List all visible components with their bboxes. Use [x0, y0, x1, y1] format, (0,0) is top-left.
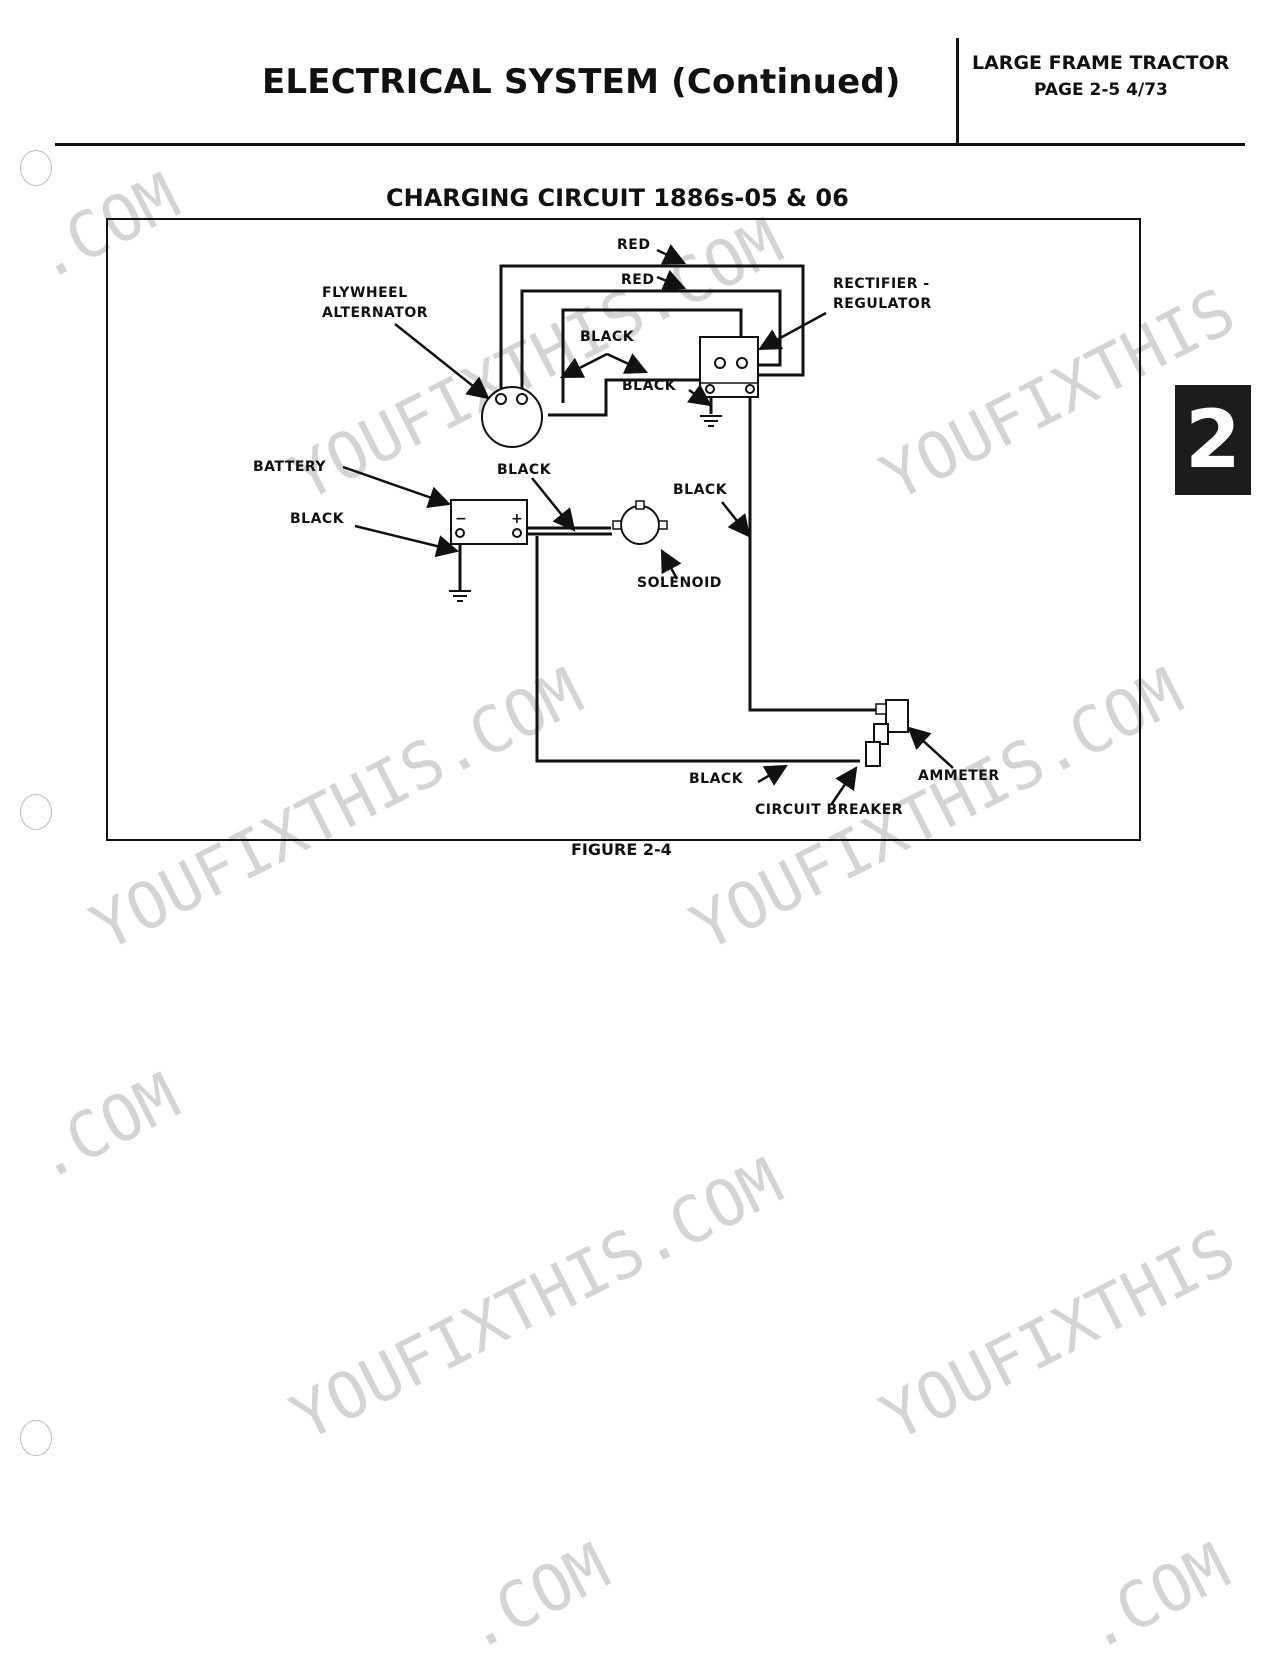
flywheel-alternator	[481, 386, 543, 448]
figure-title: CHARGING CIRCUIT 1886s-05 & 06	[386, 184, 849, 212]
header-divider	[956, 38, 959, 144]
label-black: BLACK	[497, 462, 552, 478]
wire-black-reg-ammeter	[748, 392, 876, 712]
section-number: 2	[1185, 393, 1241, 486]
label-black: BLACK	[689, 771, 744, 787]
wire-black-regulator	[548, 378, 710, 417]
wire-red-inner	[520, 289, 782, 403]
document-name: LARGE FRAME TRACTOR	[972, 52, 1230, 74]
label-black: BLACK	[622, 378, 677, 394]
svg-text:−: −	[455, 511, 467, 527]
wire-red-outer	[499, 264, 805, 403]
label-rectifier-regulator: REGULATOR	[833, 296, 932, 312]
page-reference: PAGE 2-5 4/73	[1034, 80, 1168, 100]
label-red: RED	[617, 237, 651, 253]
label-rectifier-regulator: RECTIFIER -	[833, 276, 930, 292]
binder-hole	[20, 150, 52, 186]
header-rule	[55, 143, 1245, 146]
label-circuit-breaker: CIRCUIT BREAKER	[755, 802, 904, 818]
figure-frame	[106, 218, 1141, 841]
figure-caption: FIGURE 2-4	[571, 840, 672, 859]
svg-text:+: +	[511, 511, 523, 527]
label-battery: BATTERY	[253, 459, 327, 475]
wire-black-breaker	[535, 536, 860, 763]
label-black: BLACK	[673, 482, 728, 498]
label-black: BLACK	[290, 511, 345, 527]
label-flywheel-alternator: FLYWHEEL	[322, 285, 408, 301]
label-flywheel-alternator: ALTERNATOR	[322, 305, 429, 321]
binder-hole	[20, 1420, 52, 1456]
binder-hole	[20, 794, 52, 830]
page-title: ELECTRICAL SYSTEM (Continued)	[262, 62, 901, 102]
label-ammeter: AMMETER	[918, 768, 1000, 784]
solenoid	[620, 505, 660, 545]
label-solenoid: SOLENOID	[637, 575, 722, 591]
label-black: BLACK	[580, 329, 635, 345]
ammeter	[885, 699, 909, 733]
circuit-breaker	[865, 741, 881, 767]
label-red: RED	[621, 272, 655, 288]
section-tab: 2	[1175, 385, 1251, 495]
